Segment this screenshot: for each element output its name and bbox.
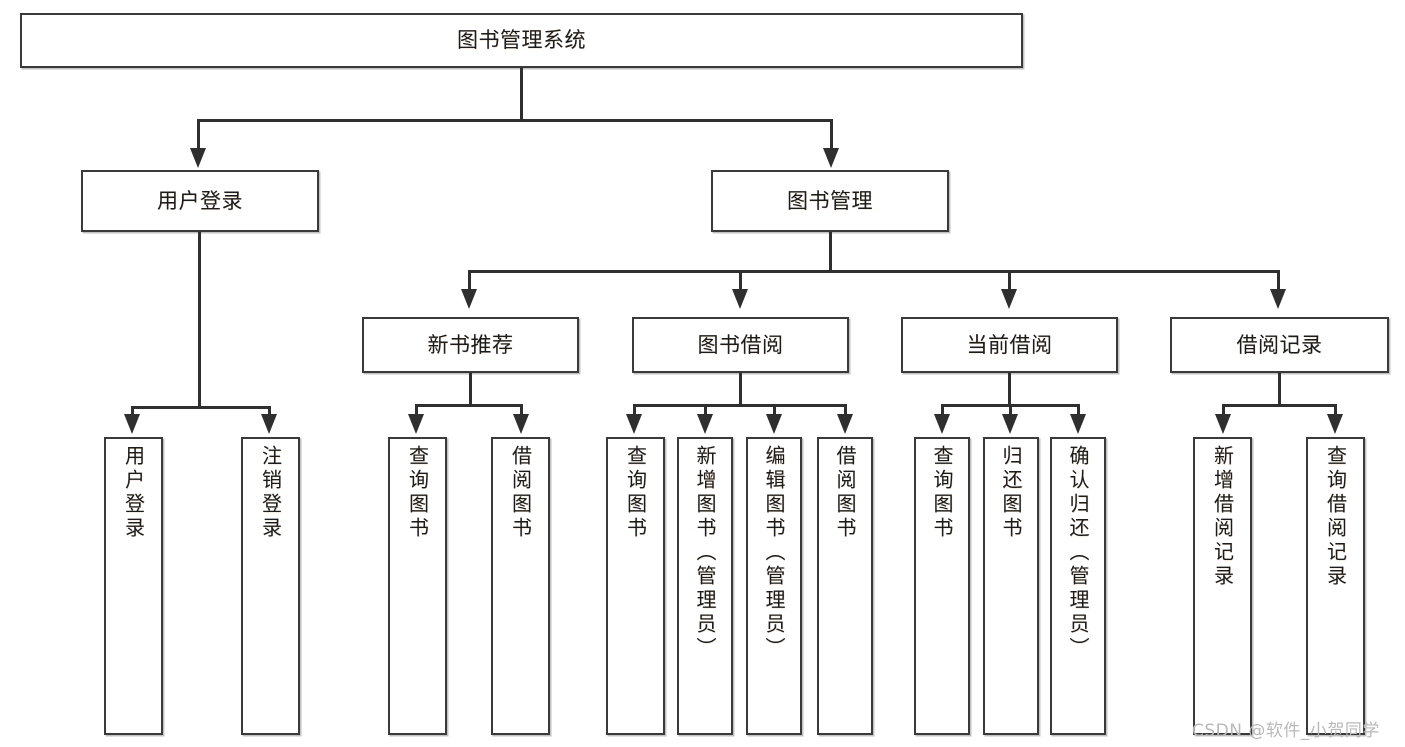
node-label: 用户登录 xyxy=(121,445,146,541)
leaf-book-borrow-2[interactable]: 编辑图书（管理员） xyxy=(746,437,802,735)
node-user-login[interactable]: 用户登录 xyxy=(81,170,319,232)
arrowhead-new-book-leaf-1 xyxy=(513,414,529,434)
connector-current-borrow-to-leaf-0 xyxy=(941,404,944,416)
leaf-borrow-record-0[interactable]: 新增借阅记录 xyxy=(1193,437,1252,735)
node-label: 借阅记录 xyxy=(1236,332,1323,357)
node-root-system[interactable]: 图书管理系统 xyxy=(20,13,1023,68)
node-book-management[interactable]: 图书管理 xyxy=(711,170,949,232)
node-new-book-recommend[interactable]: 新书推荐 xyxy=(362,317,579,373)
node-current-borrow[interactable]: 当前借阅 xyxy=(901,317,1118,373)
connector-user-login-to-leaf-1 xyxy=(268,406,271,417)
node-label: 确认归还（管理员） xyxy=(1066,445,1090,661)
csdn-watermark: CSDN @软件_小贺同学 xyxy=(1192,721,1380,741)
connector-root-to-book-mgmt xyxy=(830,119,833,151)
arrowhead-user-login-leaf-1 xyxy=(261,414,277,434)
connector-new-book-to-leaf-0 xyxy=(415,404,418,416)
leaf-user-login-1[interactable]: 注销登录 xyxy=(241,437,300,735)
connector-book-borrow-to-leaf-2 xyxy=(773,404,776,416)
node-label: 查询图书 xyxy=(930,445,954,541)
node-label: 当前借阅 xyxy=(966,332,1053,357)
node-label: 图书管理 xyxy=(787,188,873,213)
leaf-new-book-0[interactable]: 查询图书 xyxy=(388,437,447,735)
node-label: 图书借阅 xyxy=(697,332,784,357)
connector-current-borrow-stem xyxy=(1008,373,1011,406)
connector-root-to-user-login xyxy=(197,119,200,151)
arrowhead-book-mgmt-borrow-record xyxy=(1270,289,1286,309)
connector-new-book-to-leaf-1 xyxy=(520,404,523,416)
leaf-book-borrow-1[interactable]: 新增图书（管理员） xyxy=(677,437,733,735)
arrowhead-new-book-leaf-0 xyxy=(408,414,424,434)
connector-book-borrow-bus xyxy=(633,404,847,407)
connector-book-borrow-to-leaf-0 xyxy=(633,404,636,416)
connector-current-borrow-to-leaf-1 xyxy=(1009,404,1012,416)
node-label: 用户登录 xyxy=(157,188,243,213)
node-label: 查询借阅记录 xyxy=(1323,445,1348,589)
connector-book-borrow-stem xyxy=(739,373,742,406)
connector-book-mgmt-to-book-borrow xyxy=(739,270,742,292)
node-label: 新书推荐 xyxy=(427,332,514,357)
arrowhead-root-to-user-login xyxy=(190,148,206,168)
leaf-borrow-record-1[interactable]: 查询借阅记录 xyxy=(1306,437,1365,735)
leaf-new-book-1[interactable]: 借阅图书 xyxy=(491,437,550,735)
arrowhead-borrow-record-leaf-1 xyxy=(1327,414,1343,434)
node-label: 查询图书 xyxy=(405,445,430,541)
node-label: 新增图书（管理员） xyxy=(693,445,717,661)
connector-book-mgmt-to-borrow-record xyxy=(1277,270,1280,292)
connector-book-borrow-to-leaf-1 xyxy=(704,404,707,416)
node-label: 归还图书 xyxy=(999,445,1023,541)
node-label: 借阅图书 xyxy=(508,445,533,541)
node-label: 注销登录 xyxy=(258,445,283,541)
leaf-book-borrow-0[interactable]: 查询图书 xyxy=(606,437,665,735)
connector-book-borrow-to-leaf-3 xyxy=(844,404,847,416)
connector-current-borrow-to-leaf-2 xyxy=(1077,404,1080,416)
arrowhead-book-borrow-leaf-1 xyxy=(697,414,713,434)
node-borrow-record[interactable]: 借阅记录 xyxy=(1170,317,1389,373)
arrowhead-current-borrow-leaf-1 xyxy=(1002,414,1018,434)
connector-root-bus xyxy=(197,119,833,122)
connector-user-login-stem xyxy=(198,232,201,409)
connector-root-stem xyxy=(520,68,523,120)
node-label: 编辑图书（管理员） xyxy=(762,445,786,661)
arrowhead-book-borrow-leaf-2 xyxy=(766,414,782,434)
arrowhead-book-mgmt-book-borrow xyxy=(732,289,748,309)
connector-book-mgmt-bus xyxy=(468,270,1280,273)
arrowhead-borrow-record-leaf-0 xyxy=(1215,414,1231,434)
connector-borrow-record-bus xyxy=(1222,404,1337,407)
connector-borrow-record-stem xyxy=(1278,373,1281,406)
arrowhead-book-mgmt-current-borrow xyxy=(1001,289,1017,309)
node-label: 图书管理系统 xyxy=(457,28,586,53)
connector-user-login-to-leaf-0 xyxy=(131,406,134,417)
arrowhead-root-to-book-mgmt xyxy=(823,148,839,168)
leaf-current-borrow-1[interactable]: 归还图书 xyxy=(983,437,1039,735)
connector-user-login-bus xyxy=(131,406,269,409)
connector-book-mgmt-stem xyxy=(829,232,832,272)
arrowhead-current-borrow-leaf-2 xyxy=(1070,414,1086,434)
arrowhead-book-borrow-leaf-3 xyxy=(837,414,853,434)
leaf-current-borrow-2[interactable]: 确认归还（管理员） xyxy=(1050,437,1106,735)
connector-new-book-stem xyxy=(469,373,472,406)
connector-new-book-bus xyxy=(415,404,523,407)
node-label: 新增借阅记录 xyxy=(1210,445,1235,589)
leaf-user-login-0[interactable]: 用户登录 xyxy=(104,437,163,735)
arrowhead-book-mgmt-new-book xyxy=(461,289,477,309)
connector-borrow-record-to-leaf-1 xyxy=(1334,404,1337,416)
connector-book-mgmt-to-new-book xyxy=(468,270,471,292)
node-book-borrow[interactable]: 图书借阅 xyxy=(632,317,849,373)
connector-borrow-record-to-leaf-0 xyxy=(1222,404,1225,416)
arrowhead-user-login-leaf-0 xyxy=(124,414,140,434)
node-label: 查询图书 xyxy=(623,445,648,541)
node-label: 借阅图书 xyxy=(833,445,857,541)
arrowhead-book-borrow-leaf-0 xyxy=(626,414,642,434)
leaf-current-borrow-0[interactable]: 查询图书 xyxy=(914,437,970,735)
arrowhead-current-borrow-leaf-0 xyxy=(934,414,950,434)
leaf-book-borrow-3[interactable]: 借阅图书 xyxy=(817,437,873,735)
connector-book-mgmt-to-current-borrow xyxy=(1008,270,1011,292)
